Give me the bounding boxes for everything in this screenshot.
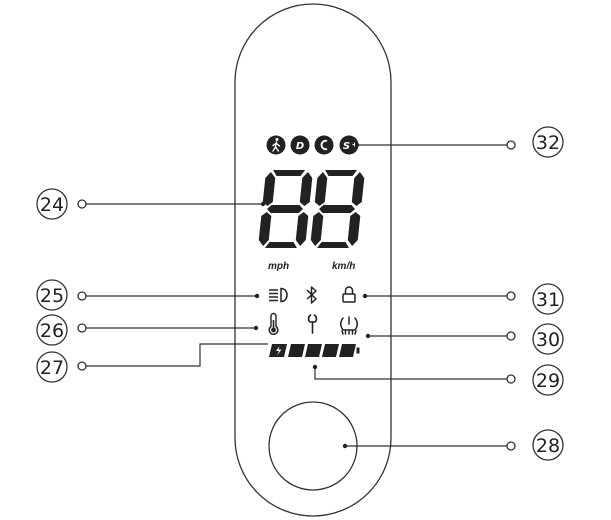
leader-lines [82, 144, 511, 447]
headlight-icon [269, 287, 288, 303]
lock-icon [342, 286, 356, 303]
callout-30: 30 [536, 329, 560, 351]
wrench-icon [307, 314, 318, 334]
cruise-mode-icon [314, 135, 334, 155]
line-end-markers [77, 140, 516, 451]
battery-segment [322, 344, 339, 357]
mode-indicators: D S [266, 135, 359, 155]
speed-digit-right [310, 170, 365, 248]
mode-d-label: D [296, 141, 304, 152]
mode-d-icon: D [290, 135, 310, 155]
battery-cap [356, 347, 360, 354]
callout-badges [36, 126, 564, 461]
tire-pressure-icon [340, 316, 358, 335]
callout-27: 27 [40, 357, 64, 379]
callout-29: 29 [536, 370, 560, 392]
callout-28: 28 [536, 435, 560, 457]
battery-segment [288, 344, 305, 357]
battery-segment [339, 344, 356, 357]
mode-s-label: S [343, 141, 350, 152]
callout-24: 24 [40, 194, 64, 216]
callout-32: 32 [536, 132, 560, 154]
bluetooth-icon [306, 286, 317, 304]
thermometer-icon [268, 312, 279, 335]
mode-s-icon: S [339, 135, 359, 155]
anchor-dots [253, 142, 371, 449]
speed-digits [258, 170, 365, 248]
display-panel [234, 3, 392, 517]
walking-person-icon [266, 135, 286, 155]
battery-segment [305, 344, 322, 357]
callout-31: 31 [536, 289, 560, 311]
callout-26: 26 [40, 320, 64, 342]
unit-mph: mph [268, 261, 289, 272]
unit-kmh: km/h [332, 261, 355, 272]
battery-gauge [269, 344, 360, 357]
speed-digit-left [258, 170, 313, 248]
callout-25: 25 [40, 285, 64, 307]
